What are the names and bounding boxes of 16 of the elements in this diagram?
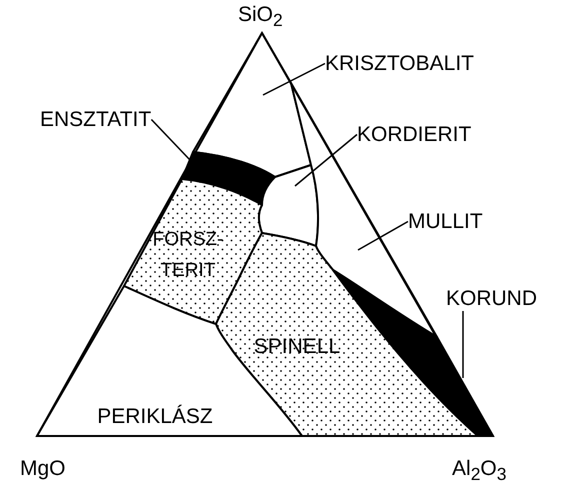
- phase-label: MULLIT: [408, 210, 483, 233]
- leader-line: [358, 220, 408, 251]
- phase-name: SPINELL: [254, 335, 340, 358]
- leader-line: [462, 311, 464, 378]
- leader-line: [294, 134, 358, 187]
- phase-label: KORUND: [446, 287, 538, 310]
- component-label: MgO: [20, 458, 66, 479]
- phase-name: PERIKLÁSZ: [97, 405, 213, 428]
- leader-line: [150, 118, 191, 161]
- phase-label: KORDIERIT: [357, 123, 472, 146]
- component-label: Al$_{2}$O$_{3}$: [452, 458, 506, 484]
- phase-label: ENSZTATIT: [40, 108, 152, 131]
- phase-label: KRISZTOBALIT: [325, 52, 474, 75]
- leader-line: [262, 62, 326, 96]
- component-label: SiO$_{2}$: [238, 4, 283, 30]
- phase-name: FORSZ- TERIT: [152, 229, 224, 281]
